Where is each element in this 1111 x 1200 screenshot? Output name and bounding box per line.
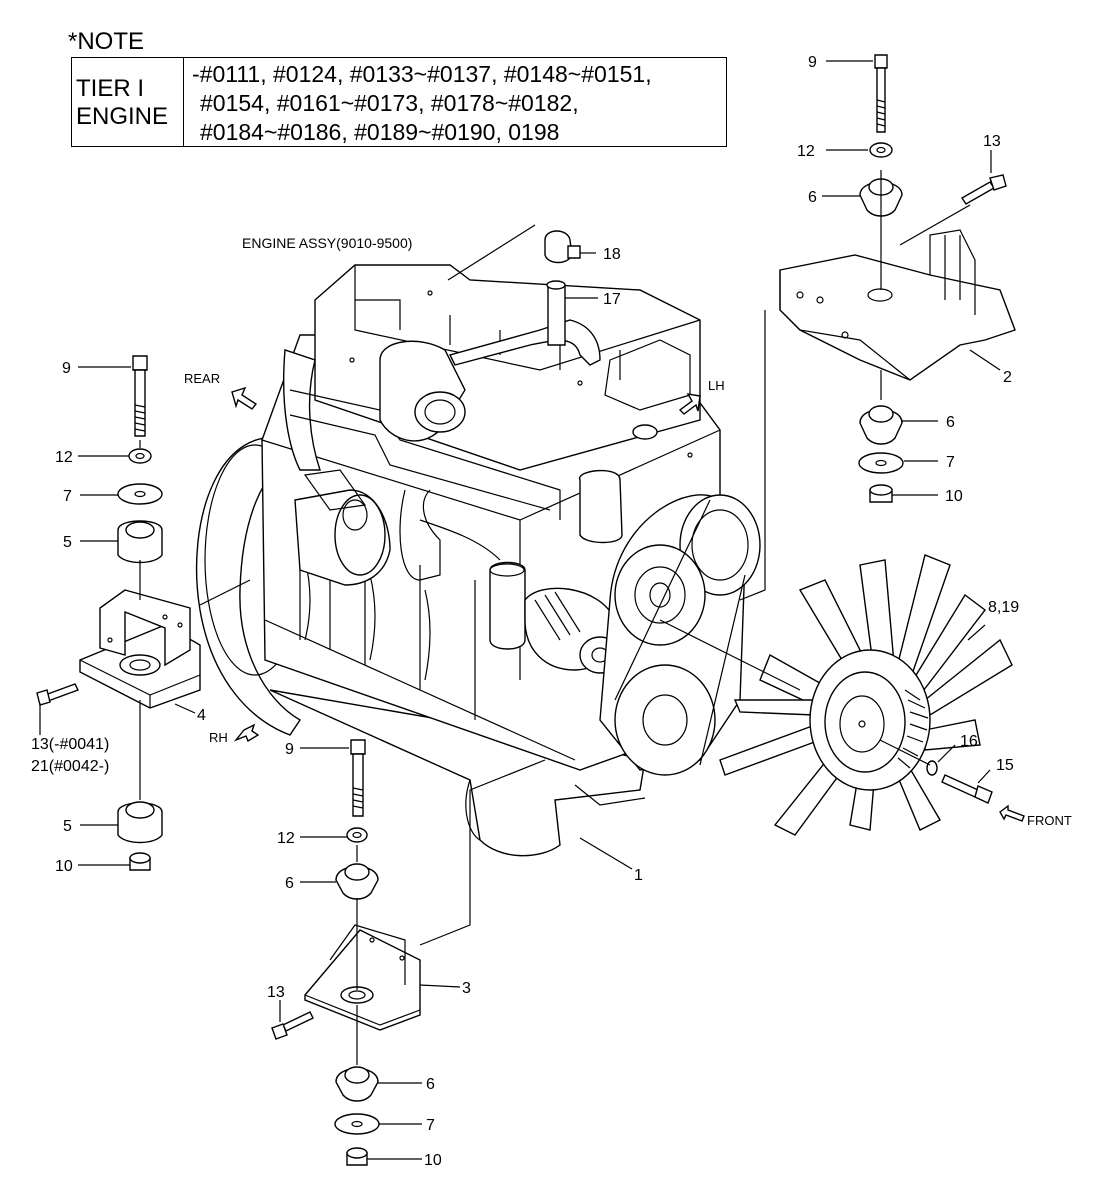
- callout-label: 12: [797, 143, 815, 160]
- callout-label: 7: [63, 488, 72, 505]
- callout-label: 10: [945, 488, 963, 505]
- note-serial-line: -#0111, #0124, #0133~#0137, #0148~#0151,: [192, 61, 652, 87]
- mount-bracket-rear-left: [79, 589, 201, 709]
- callout-label: 16: [960, 733, 978, 750]
- engine-assembly: [195, 264, 761, 857]
- callout-label: 5: [63, 534, 72, 551]
- note-title: *NOTE: [68, 28, 145, 55]
- callout-label: 2: [1003, 369, 1012, 386]
- callout-label: 6: [808, 189, 817, 206]
- note-label-line: ENGINE: [76, 103, 169, 130]
- callout-label: 13: [267, 984, 285, 1001]
- direction-lh-label: LH: [708, 378, 725, 393]
- callout-label: 13: [983, 133, 1001, 150]
- callout-label: 6: [426, 1076, 435, 1093]
- note-serial-line: #0154, #0161~#0173, #0178~#0182,: [200, 90, 579, 116]
- note-table: TIER I ENGINE -#0111, #0124, #0133~#0137…: [71, 57, 727, 147]
- bolt-icon: [874, 54, 888, 69]
- hose-icon: [547, 284, 566, 346]
- callout-label: 13(-#0041): [31, 736, 109, 753]
- note-engine-label: TIER I ENGINE: [72, 58, 184, 146]
- callout-label: 6: [946, 414, 955, 431]
- callout-label: 9: [285, 741, 294, 758]
- note-serial-line: #0184~#0186, #0189~#0190, 0198: [200, 119, 560, 145]
- rh-arrow-icon: [233, 723, 260, 743]
- note-serial-list: -#0111, #0124, #0133~#0137, #0148~#0151,…: [184, 58, 652, 146]
- callout-label: 5: [63, 818, 72, 835]
- direction-front-label: FRONT: [1027, 813, 1072, 828]
- mount-bracket-front-right: [779, 229, 1016, 381]
- callout-label: 10: [424, 1152, 442, 1169]
- callout-label: 12: [55, 449, 73, 466]
- callout-label: 17: [603, 291, 621, 308]
- direction-rh-label: RH: [209, 730, 228, 745]
- callout-label: 9: [62, 360, 71, 377]
- callout-label: 4: [197, 707, 206, 724]
- front-arrow-icon: [999, 804, 1025, 822]
- note-label-line: TIER I: [76, 75, 145, 102]
- direction-rear-label: REAR: [184, 371, 220, 386]
- rear-arrow-icon: [231, 386, 258, 410]
- callout-label: 7: [946, 454, 955, 471]
- callout-label: 9: [808, 54, 817, 71]
- callout-label: 8,19: [988, 599, 1019, 616]
- assembly-title: ENGINE ASSY(9010-9500): [242, 235, 412, 251]
- callout-label: 12: [277, 830, 295, 847]
- callout-label: 15: [996, 757, 1014, 774]
- mount-bracket-front-bottom: [304, 924, 421, 1031]
- cooling-fan: [719, 554, 1013, 836]
- callout-label: 6: [285, 875, 294, 892]
- callout-label: 10: [55, 858, 73, 875]
- callout-label: 21(#0042-): [31, 758, 109, 775]
- lh-arrow-icon: [678, 393, 701, 415]
- callout-label: 1: [634, 867, 643, 884]
- callout-label: 3: [462, 980, 471, 997]
- leader-lines: [39, 60, 1001, 1160]
- callout-label: 18: [603, 246, 621, 263]
- callout-label: 7: [426, 1117, 435, 1134]
